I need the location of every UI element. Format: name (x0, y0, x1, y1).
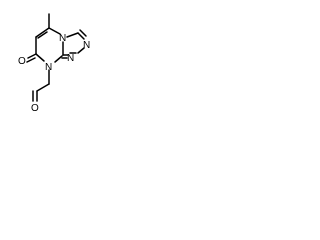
ring-bond-c-to-n-top (48, 27, 61, 35)
triazole-bond-n-right-to-c (77, 47, 85, 54)
atom-o-aldehyde: O (31, 103, 39, 114)
triazole-double-bond-ch-n-right (79, 29, 87, 37)
ring-bond-n-bottom-to-fusion (54, 55, 63, 63)
chemical-structure: N N N N O O (18, 13, 90, 114)
carbonyl-double-bond-b (26, 57, 36, 63)
ring-bond-carbonyl-to-n-bottom (35, 53, 45, 62)
ring-double-bond-c-ch (37, 31, 48, 39)
atom-n-triazole-bottom: N (67, 53, 74, 64)
triazole-bond-ch-to-n-right (77, 32, 85, 40)
side-chain-bond-ch2-to-cho (36, 83, 50, 92)
atom-o-carbonyl: O (18, 56, 26, 67)
triazole-bond-n-top-to-ch (66, 32, 79, 38)
ring-bond-c-to-ch (35, 27, 50, 38)
atom-n-ring-bottom: N (45, 62, 52, 73)
atom-n-ring-top: N (59, 33, 66, 44)
carbonyl-double-bond-a (27, 53, 37, 59)
atom-n-triazole-right: N (83, 40, 90, 51)
